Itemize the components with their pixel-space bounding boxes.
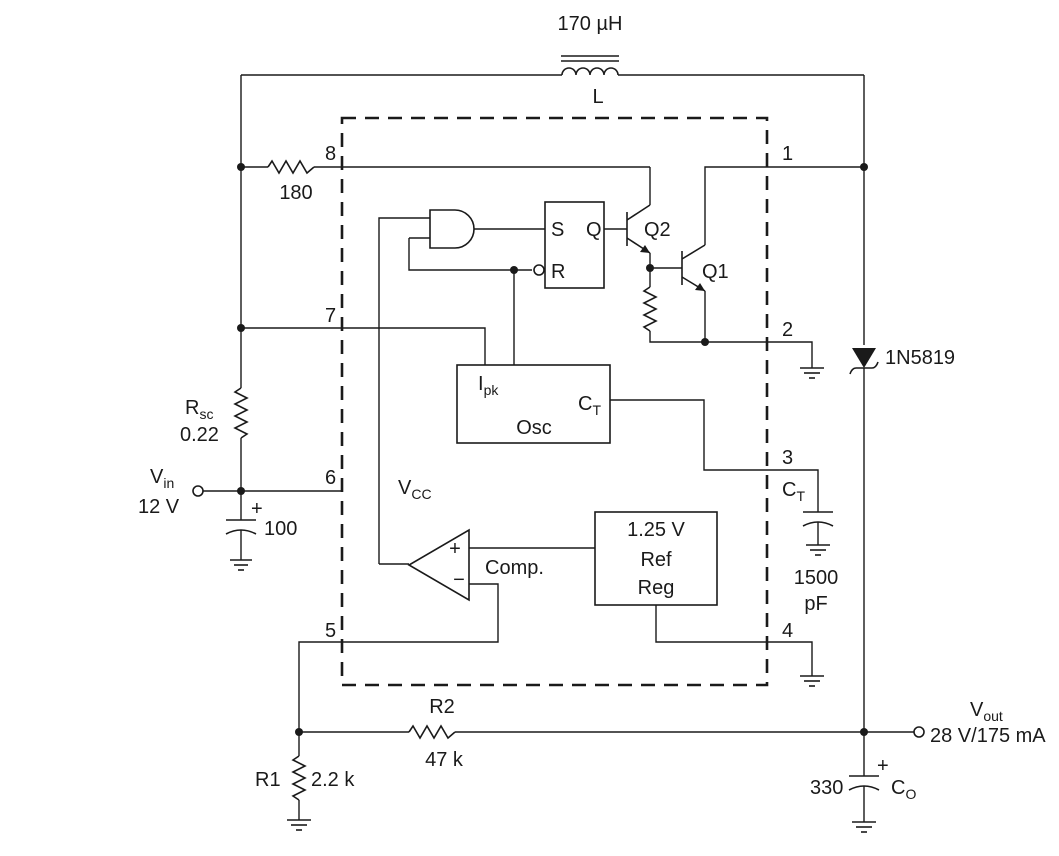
oscillator-block: Ipk CT Osc — [456, 364, 819, 508]
rsc-value: 0.22 — [180, 424, 219, 446]
q1-label: Q1 — [702, 261, 729, 283]
osc-label: Osc — [516, 417, 552, 439]
latch-r: R — [551, 261, 565, 283]
resistor-180-value: 180 — [279, 182, 312, 204]
pin-3: 3 — [782, 447, 793, 469]
reference-block: 1.25 V Ref Reg — [594, 511, 824, 687]
pin-7: 7 — [325, 305, 336, 327]
ref-line2: Ref — [640, 549, 672, 571]
comp-plus: + — [449, 538, 461, 560]
resistor-rsc: Rsc 0.22 — [180, 387, 249, 446]
capacitor-ct: CT 1500 pF — [782, 479, 838, 615]
co-name: CO — [891, 777, 916, 802]
transistor-q1: Q1 — [646, 166, 864, 342]
r2-name: R2 — [429, 696, 455, 718]
pin-2: 2 — [782, 319, 793, 341]
r1-name: R1 — [255, 769, 281, 791]
resistor-r2: R2 47 k — [299, 696, 864, 771]
cap-100-value: 100 — [264, 518, 297, 540]
vin-name: Vin — [150, 466, 174, 491]
r1-value: 2.2 k — [311, 769, 355, 791]
r2-value: 47 k — [425, 749, 464, 771]
comparator: + − Comp. — [298, 528, 595, 732]
vin-value: 12 V — [138, 496, 180, 518]
capacitor-co: 330 + CO — [810, 732, 916, 833]
comp-minus: − — [453, 569, 465, 591]
inductor-name: L — [592, 86, 603, 108]
diode-1n5819: 1N5819 — [849, 347, 955, 732]
sr-latch: S Q R — [510, 201, 605, 365]
pin-1: 1 — [782, 143, 793, 165]
vout-terminal: Vout 28 V/175 mA — [860, 699, 1046, 747]
ic-boundary — [340, 116, 769, 687]
osc-ipk: Ipk — [478, 373, 499, 398]
latch-s: S — [551, 219, 564, 241]
ref-line1: 1.25 V — [627, 519, 685, 541]
vout-name: Vout — [970, 699, 1003, 724]
pin-4: 4 — [782, 620, 793, 642]
co-value: 330 — [810, 777, 843, 799]
capacitor-100: + 100 — [225, 498, 297, 571]
q2-label: Q2 — [644, 219, 671, 241]
ct-value-2: pF — [804, 593, 827, 615]
vcc-label: VCC — [398, 477, 432, 502]
wire-pin7 — [241, 327, 486, 365]
inductor-value: 170 µH — [558, 13, 623, 35]
pin-6: 6 — [325, 467, 336, 489]
vout-value: 28 V/175 mA — [930, 725, 1046, 747]
ct-value-1: 1500 — [794, 567, 839, 589]
junction-pin1 — [860, 163, 868, 171]
rsc-name: Rsc — [185, 397, 213, 422]
comp-label: Comp. — [485, 557, 544, 579]
and-gate — [378, 209, 545, 564]
resistor-180: 180 — [241, 159, 650, 204]
transistor-q2: Q2 — [604, 167, 671, 268]
resistor-base — [642, 268, 824, 379]
co-plus: + — [877, 755, 889, 777]
diode-label: 1N5819 — [885, 347, 955, 369]
pin-8: 8 — [325, 143, 336, 165]
inductor-l: 170 µH L — [241, 13, 864, 108]
osc-ct: CT — [578, 393, 601, 418]
cap-100-plus: + — [251, 498, 263, 520]
ct-name: CT — [782, 479, 805, 504]
pin-5: 5 — [325, 620, 336, 642]
resistor-r1: R1 2.2 k — [255, 732, 355, 831]
vin-terminal: Vin 12 V — [138, 466, 342, 518]
latch-q: Q — [586, 219, 602, 241]
ref-line3: Reg — [638, 577, 675, 599]
